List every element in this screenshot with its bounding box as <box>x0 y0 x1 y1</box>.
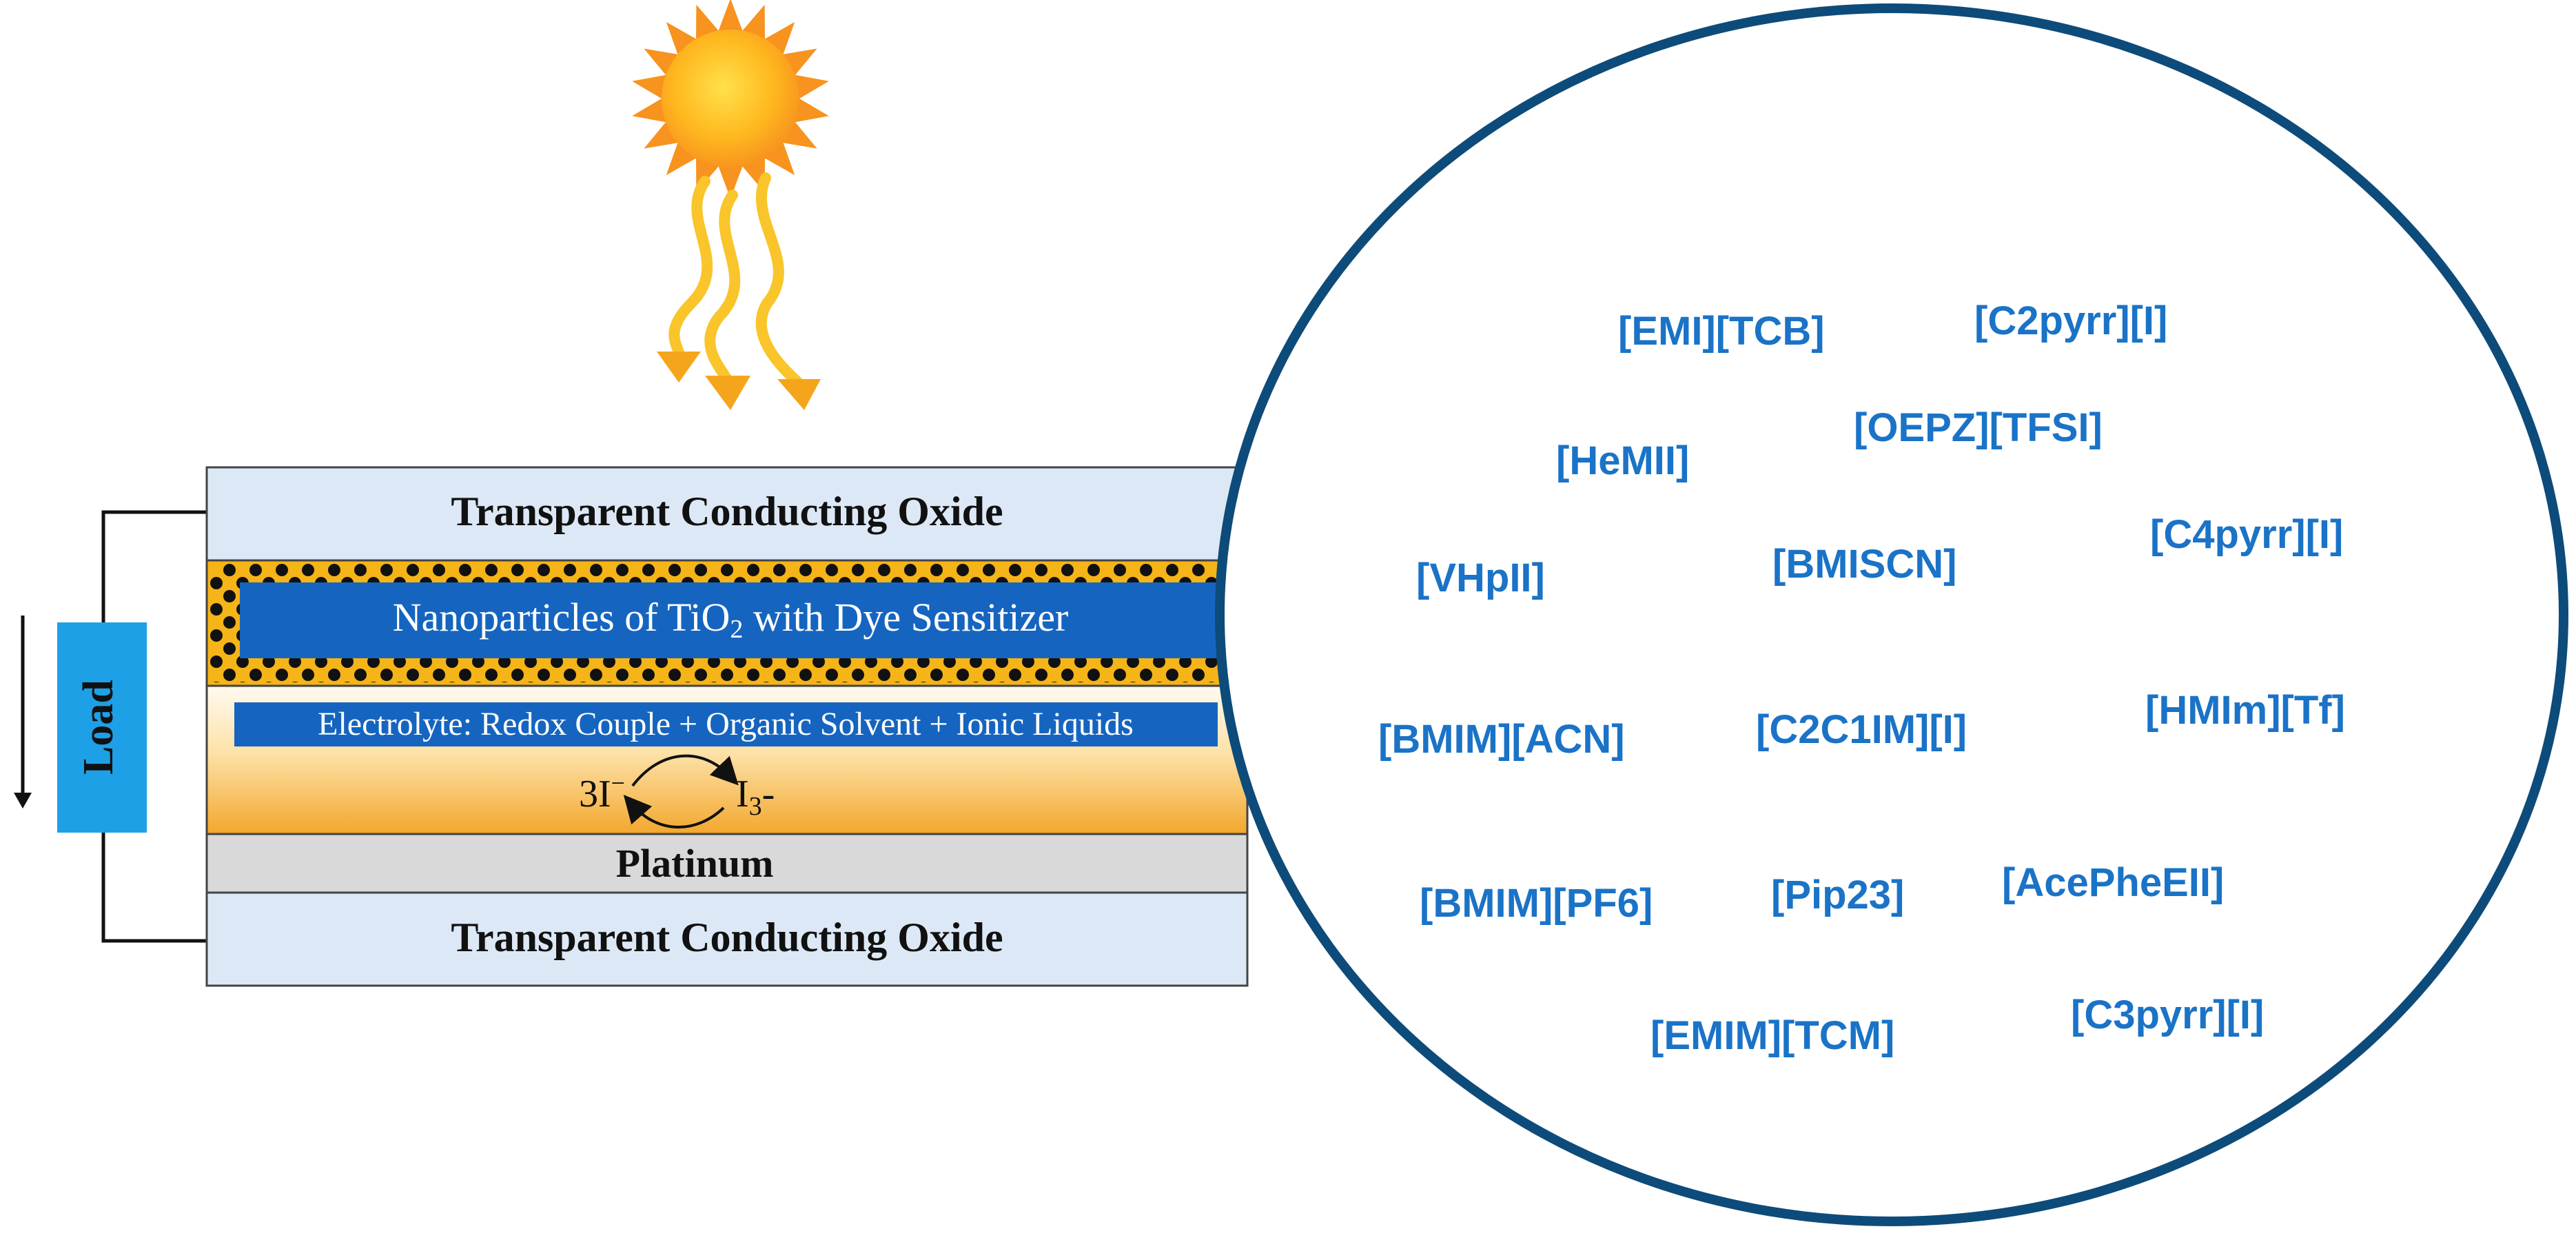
platinum-layer <box>205 833 1249 894</box>
ionic-liquid-item: [HeMII] <box>1556 438 1689 483</box>
ionic-liquid-item: [EMI][TCB] <box>1618 309 1825 354</box>
tio2-label-box <box>240 582 1222 658</box>
ionic-liquid-item: [BMISCN] <box>1772 542 1956 587</box>
redox-arrows-icon <box>623 754 739 829</box>
ionic-liquid-item: [C3pyrr][I] <box>2071 993 2264 1037</box>
platinum-label: Platinum <box>616 841 774 886</box>
redox-left: 3I− <box>579 769 625 815</box>
ionic-liquid-item: [OEPZ][TFSI] <box>1854 405 2103 450</box>
top-tco-label: Transparent Conducting Oxide <box>451 489 1003 534</box>
circuit-wire <box>101 510 207 943</box>
ionic-liquid-item: [C4pyrr][I] <box>2150 512 2343 557</box>
sun-icon <box>632 0 829 199</box>
redox-right: I3- <box>736 773 775 821</box>
ionic-liquid-list: [EMI][TCB] [C2pyrr][I] [HeMII] [OEPZ][TF… <box>1378 298 2345 1058</box>
bottom-tco-layer <box>205 891 1249 987</box>
light-ray-icon <box>657 172 821 410</box>
ionic-liquid-item: [AcePheEII] <box>2002 860 2224 905</box>
ionic-liquid-item: [BMIM][ACN] <box>1378 717 1625 762</box>
tio2-label: Nanoparticles of TiO2 with Dye Sensitize… <box>393 595 1069 644</box>
cell-stack: Transparent Conducting Oxide Nanoparticl… <box>205 466 1249 987</box>
bottom-tco-label: Transparent Conducting Oxide <box>451 915 1003 960</box>
ionic-liquids-bubble <box>1215 3 2568 1226</box>
ionic-liquid-item: [C2C1IM][I] <box>1756 707 1967 752</box>
ionic-liquid-item: [C2pyrr][I] <box>1974 298 2167 343</box>
electrolyte-label: Electrolyte: Redox Couple + Organic Solv… <box>318 706 1134 742</box>
ionic-liquid-item: [VHpII] <box>1416 556 1545 600</box>
load-label: Load <box>75 680 122 775</box>
ionic-liquid-item: [BMIM][PF6] <box>1420 881 1653 926</box>
load-box: Load <box>57 622 147 833</box>
ionic-liquid-item: [HMIm][Tf] <box>2145 688 2345 733</box>
current-arrow-icon <box>14 616 32 809</box>
ionic-liquid-item: [Pip23] <box>1771 873 1904 917</box>
electrolyte-label-box <box>234 702 1218 746</box>
ionic-liquid-item: [EMIM][TCM] <box>1650 1013 1894 1058</box>
